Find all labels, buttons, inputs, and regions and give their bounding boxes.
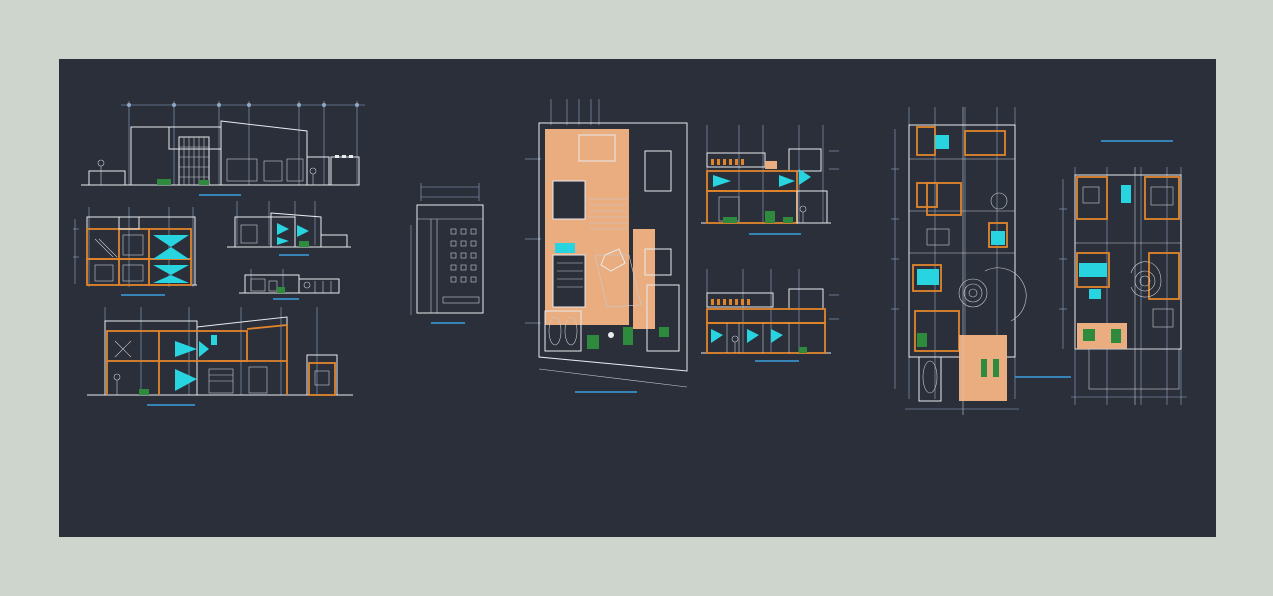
site-plan[interactable] bbox=[525, 99, 688, 393]
upper-floor-plan[interactable] bbox=[1059, 140, 1187, 405]
front-wall-elevation[interactable] bbox=[239, 269, 340, 300]
main-facade-elevation[interactable] bbox=[81, 101, 365, 196]
facade-detail-panel[interactable] bbox=[410, 183, 484, 324]
longitudinal-section[interactable] bbox=[87, 307, 353, 406]
cad-model-space[interactable] bbox=[59, 59, 1216, 537]
ground-floor-plan[interactable] bbox=[891, 107, 1071, 415]
cross-section-a[interactable] bbox=[73, 207, 197, 296]
lower-section-c[interactable] bbox=[701, 269, 839, 362]
upper-section-b[interactable] bbox=[701, 125, 839, 235]
side-elevation[interactable] bbox=[227, 201, 351, 256]
drawing-sheet bbox=[73, 99, 1187, 415]
